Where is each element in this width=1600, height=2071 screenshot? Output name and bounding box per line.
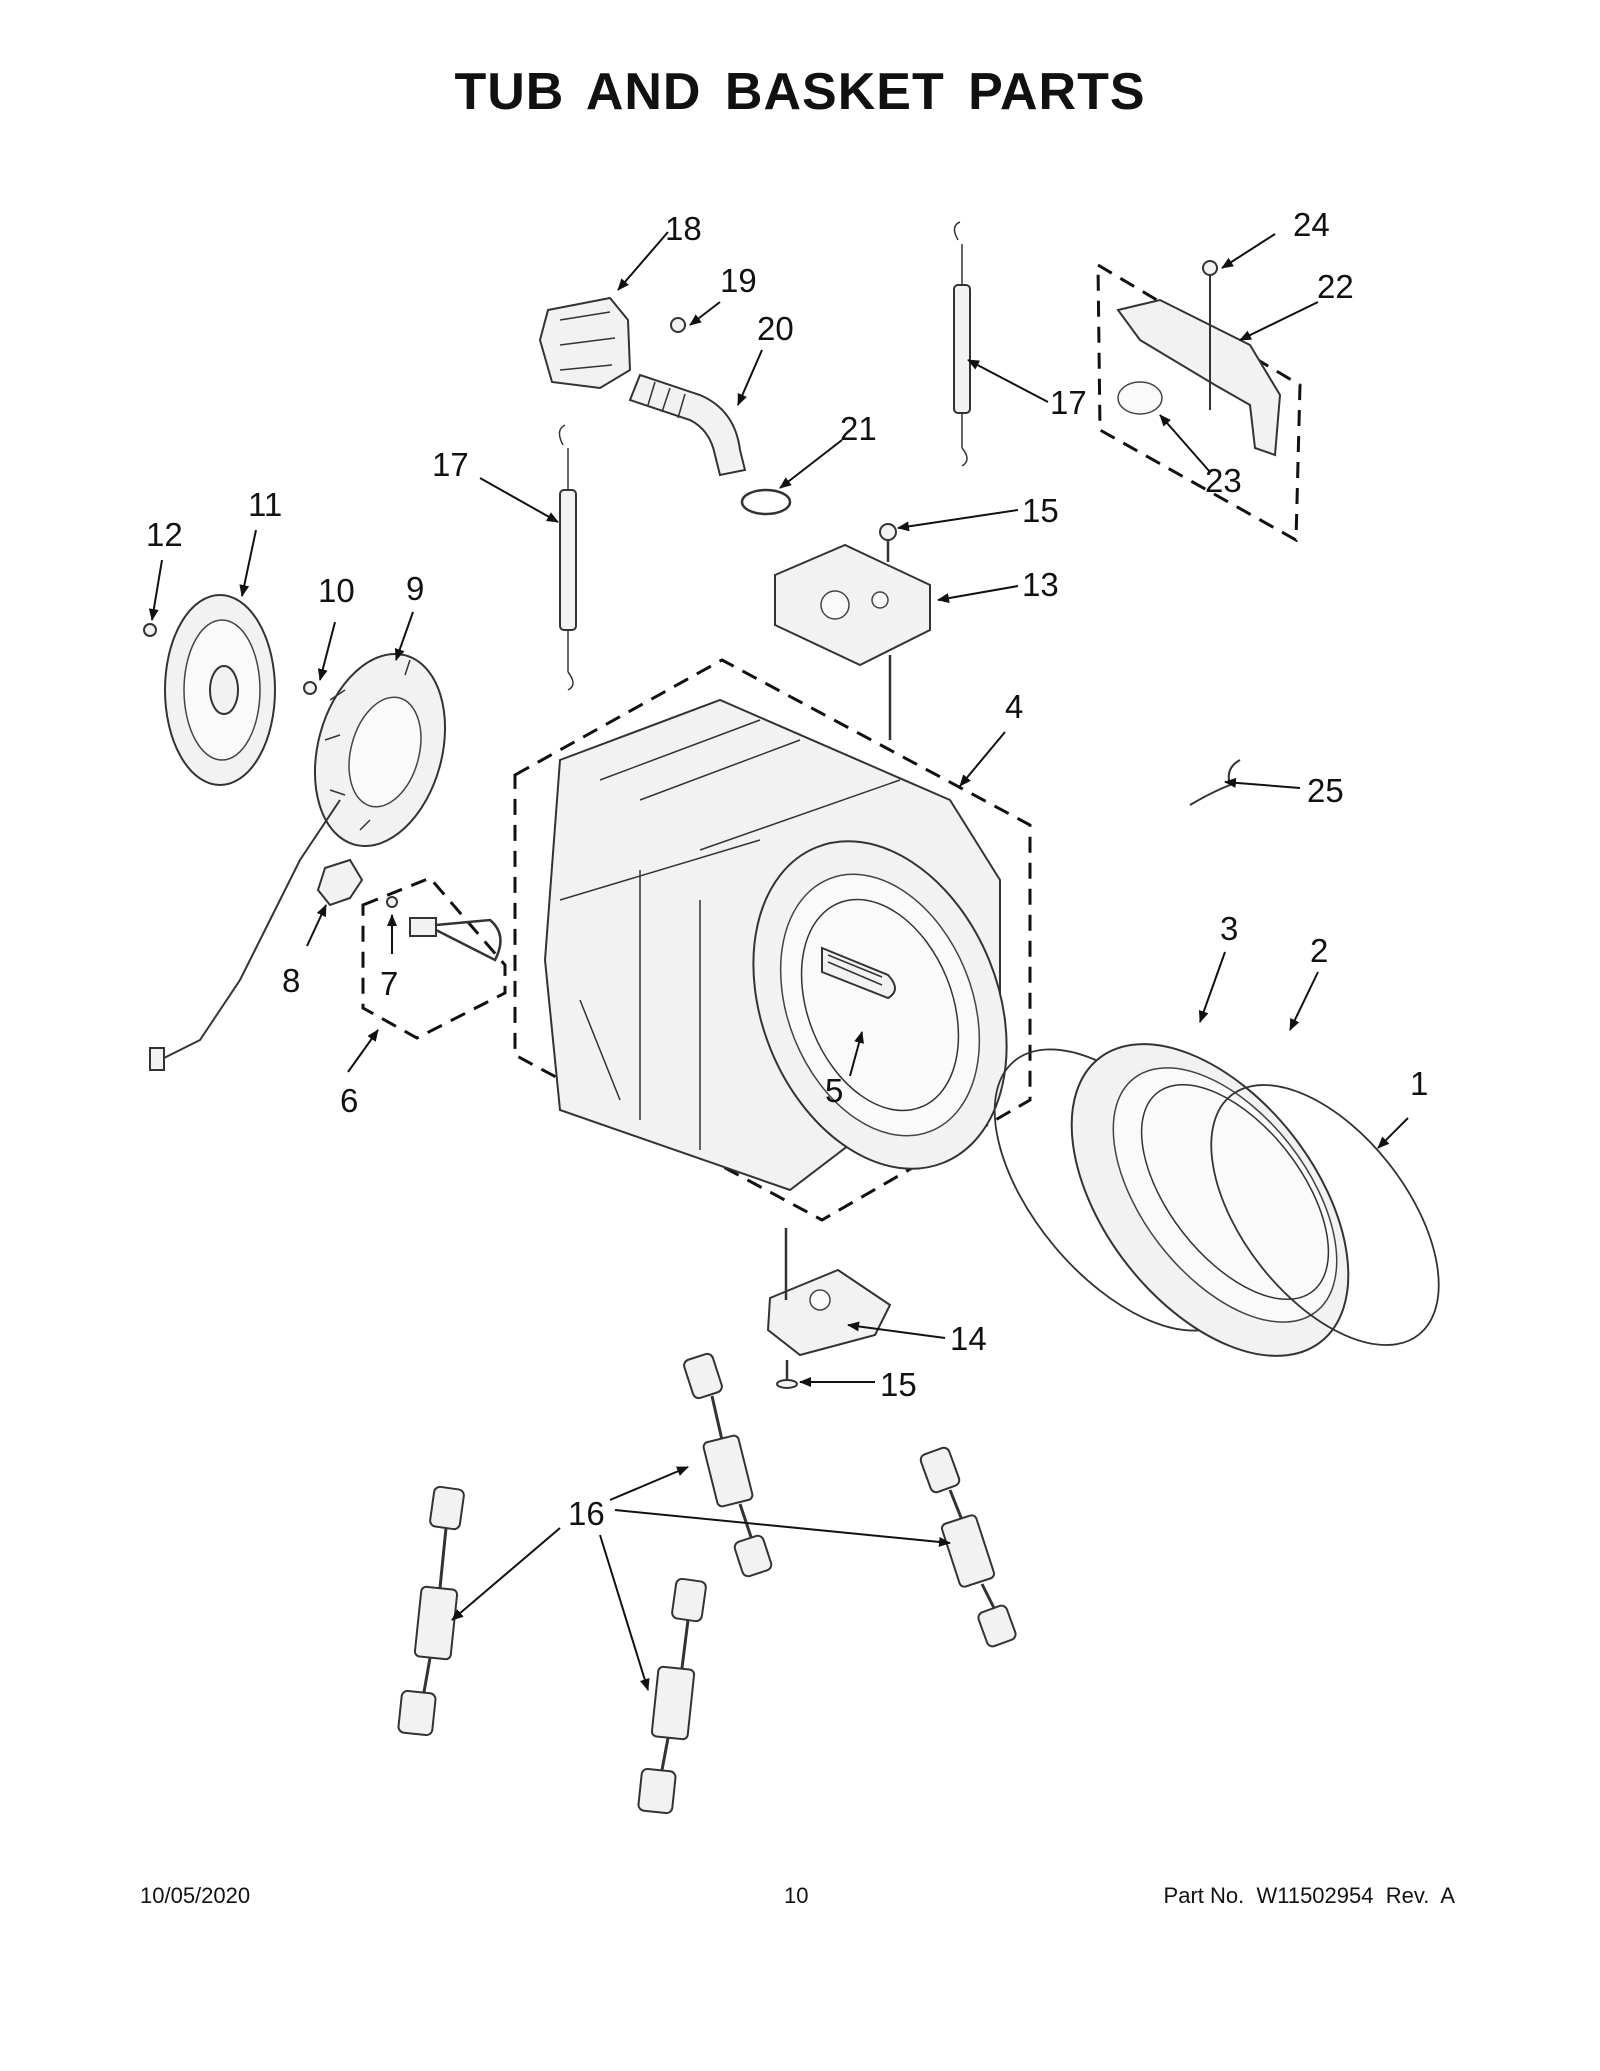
callout-18: 18 [665,210,702,247]
stator-bolt [303,681,317,695]
pump-screw [670,317,686,333]
bottom-counterweight-bolt [776,1360,798,1389]
rotor-bolt [143,623,157,637]
heater-bracket [316,858,364,907]
stator-harness [159,799,341,1061]
rear-counterweight [1116,298,1282,457]
callout-12: 12 [146,516,183,553]
drain-pump [538,296,632,390]
callout-6: 6 [340,1082,358,1119]
outer-gasket [1210,1084,1440,1346]
tub-to-pump-hose [628,373,747,477]
callout-25: 25 [1307,772,1344,809]
tub-front-cover [1070,1043,1350,1357]
suspension-spring-right [953,221,971,467]
rotor [164,594,276,786]
damper-1 [683,1352,773,1578]
callout-1: 1 [1410,1065,1428,1102]
damper-2 [919,1446,1017,1648]
suspension-spring-left [558,424,577,691]
outer-tub [543,698,1008,1192]
counterweight-plug [1117,381,1163,415]
callout-24: 24 [1293,206,1330,243]
callout-14: 14 [950,1320,987,1357]
callout-17-left: 17 [432,446,469,483]
callout-9: 9 [406,570,424,607]
callout-11: 11 [248,486,282,523]
callout-23: 23 [1205,462,1242,499]
damper-4 [637,1577,707,1815]
callout-13: 13 [1022,566,1059,603]
callout-2: 2 [1310,932,1328,969]
heater-assembly-outline [361,876,507,1040]
callout-16: 16 [568,1495,605,1532]
heater-element [409,917,502,962]
hose-clamp [740,488,792,516]
heater-screw [386,896,398,908]
callout-15-top: 15 [1022,492,1059,529]
top-counterweight-bolt [879,523,897,562]
callout-7: 7 [380,965,398,1002]
damper-3 [397,1485,465,1737]
callout-8: 8 [282,962,300,999]
counterweight-screw [1202,260,1218,410]
callout-10: 10 [318,572,355,609]
callout-22: 22 [1317,268,1354,305]
callout-15-bottom: 15 [880,1366,917,1403]
top-counterweight [774,543,931,667]
tub-assembly-outline [513,658,1032,1222]
callout-3: 3 [1220,910,1238,947]
callout-17-right: 17 [1050,384,1087,421]
lifter-baffle [821,946,896,1000]
leader-lines [148,231,1409,1691]
footer-date: 10/05/2020 [140,1883,251,1908]
page-title: TUB AND BASKET PARTS [454,63,1146,121]
callout-labels: 1 2 3 4 5 6 7 8 9 10 11 12 13 14 15 15 1… [146,206,1428,1532]
footer-page-number: 10 [784,1883,809,1908]
callout-20: 20 [757,310,794,347]
stator [313,652,447,848]
callout-4: 4 [1005,688,1023,725]
harness-connector [149,1047,165,1071]
callout-5: 5 [825,1072,843,1109]
bottom-counterweight [766,1268,892,1357]
callout-19: 19 [720,262,757,299]
callout-21: 21 [840,410,877,447]
footer-part-number: Part No. W11502954 Rev. A [1163,1883,1455,1908]
